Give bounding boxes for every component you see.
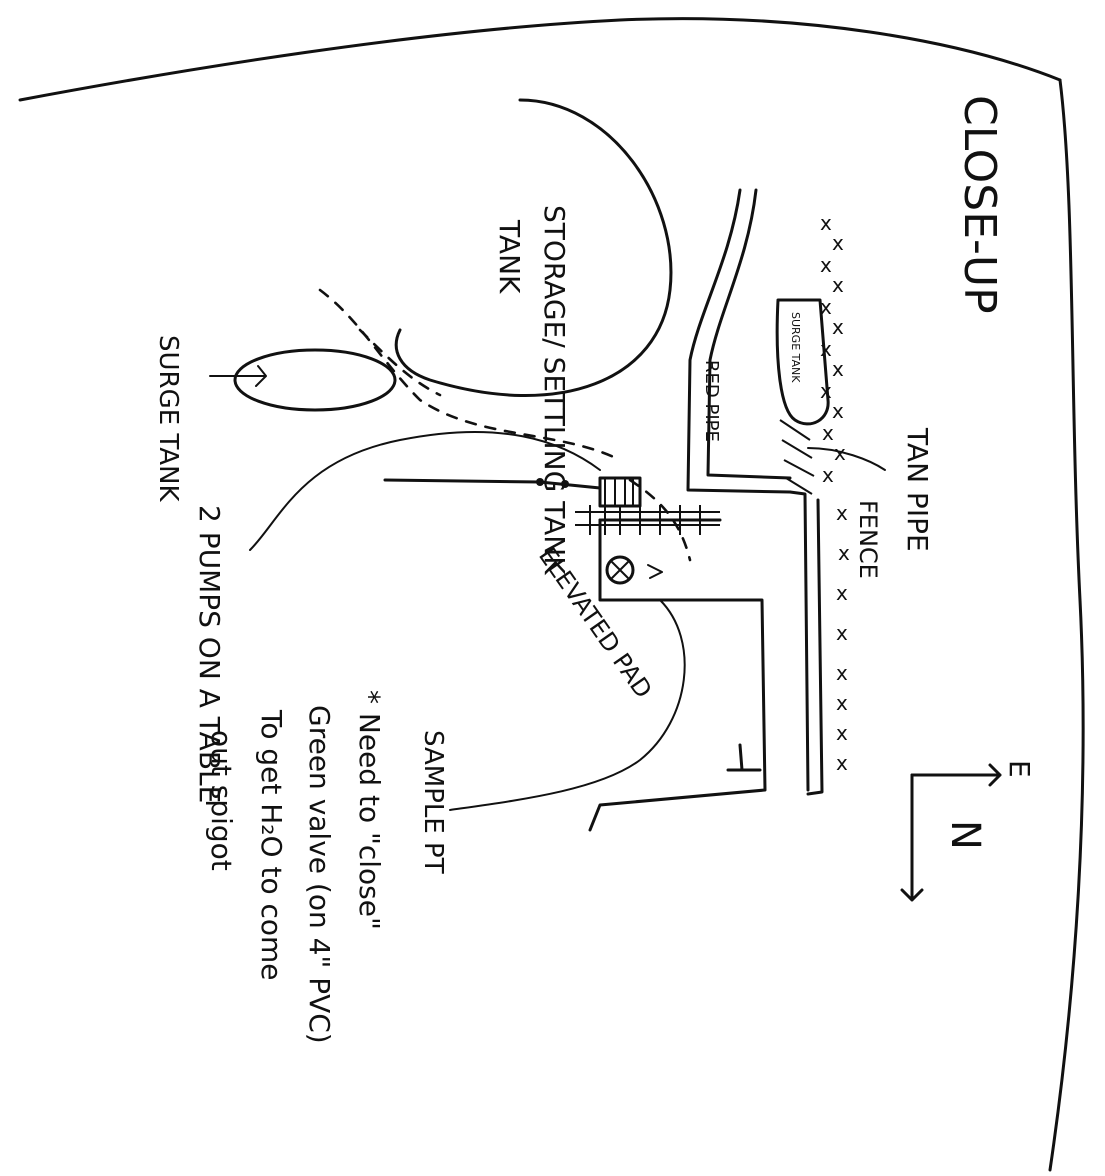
tan-pipe-pointer bbox=[808, 448, 885, 470]
dashed-line-left bbox=[360, 330, 440, 395]
tan-pipe-outer bbox=[790, 492, 808, 790]
fence: x x x x x x x x x x x x x x x x x x x x … bbox=[820, 211, 850, 775]
tan-pipe-hatch bbox=[780, 420, 814, 494]
fence-x: x bbox=[836, 691, 848, 715]
fence-x: x bbox=[832, 231, 844, 255]
fence-x: x bbox=[820, 295, 832, 319]
surge-tank-arrow-icon bbox=[210, 366, 266, 386]
note-line-2: Green valve (on 4" PVC) bbox=[303, 705, 336, 1044]
storage-tank-label: STORAGE/ SETTLING TANK bbox=[538, 205, 571, 575]
surge-tank-right-label: SURGE TANK bbox=[789, 312, 802, 383]
note-line-3: To get H₂O to come bbox=[255, 709, 288, 981]
fence-label: FENCE bbox=[854, 500, 882, 579]
fence-x: x bbox=[836, 581, 848, 605]
fence-x: x bbox=[836, 501, 848, 525]
note-line-4: out spigot bbox=[205, 730, 238, 871]
pad-bottom-line bbox=[728, 745, 760, 770]
note-line-1: * Need to "close" bbox=[353, 690, 386, 930]
sample-point-leader bbox=[450, 600, 685, 810]
surge-tank-left-label: SURGE TANK bbox=[153, 335, 183, 503]
red-pipe-outer bbox=[688, 190, 790, 492]
fence-x: x bbox=[836, 721, 848, 745]
fence-x: x bbox=[832, 273, 844, 297]
fence-x: x bbox=[820, 379, 832, 403]
fence-x: x bbox=[820, 337, 832, 361]
storage-tank bbox=[396, 100, 671, 396]
compass-north-label: N bbox=[942, 820, 988, 850]
right-border bbox=[1050, 80, 1083, 1170]
compass-east-arrow bbox=[912, 765, 1000, 785]
valve-spigot bbox=[648, 565, 662, 578]
fence-x: x bbox=[820, 253, 832, 277]
elevated-pad-label: ELEVATED PAD bbox=[533, 542, 657, 703]
fence-x: x bbox=[836, 751, 848, 775]
tan-pipe-inner bbox=[808, 500, 822, 794]
fence-x: x bbox=[834, 441, 846, 465]
fence-x: x bbox=[822, 421, 834, 445]
tan-pipe-label: TAN PIPE bbox=[901, 427, 934, 552]
fence-x: x bbox=[838, 541, 850, 565]
fence-x: x bbox=[822, 463, 834, 487]
dashed-line-upper bbox=[320, 290, 620, 460]
fence-x: x bbox=[820, 211, 832, 235]
title: CLOSE-UP bbox=[954, 95, 1005, 314]
sample-point-label: SAMPLE PT bbox=[418, 730, 448, 874]
fence-x: x bbox=[832, 357, 844, 381]
top-border bbox=[20, 19, 1060, 100]
fence-x: x bbox=[832, 399, 844, 423]
fence-x: x bbox=[836, 661, 848, 685]
pumps-grid bbox=[605, 478, 633, 506]
fence-x: x bbox=[832, 315, 844, 339]
tank-word: TANK bbox=[493, 219, 526, 294]
red-pipe-label: RED PIPE bbox=[701, 360, 722, 442]
compass-east-label: E bbox=[1003, 760, 1036, 778]
valve-x bbox=[612, 562, 628, 578]
compass-north-arrow bbox=[902, 775, 922, 900]
surge-tank-left bbox=[235, 350, 395, 410]
fence-x: x bbox=[836, 621, 848, 645]
